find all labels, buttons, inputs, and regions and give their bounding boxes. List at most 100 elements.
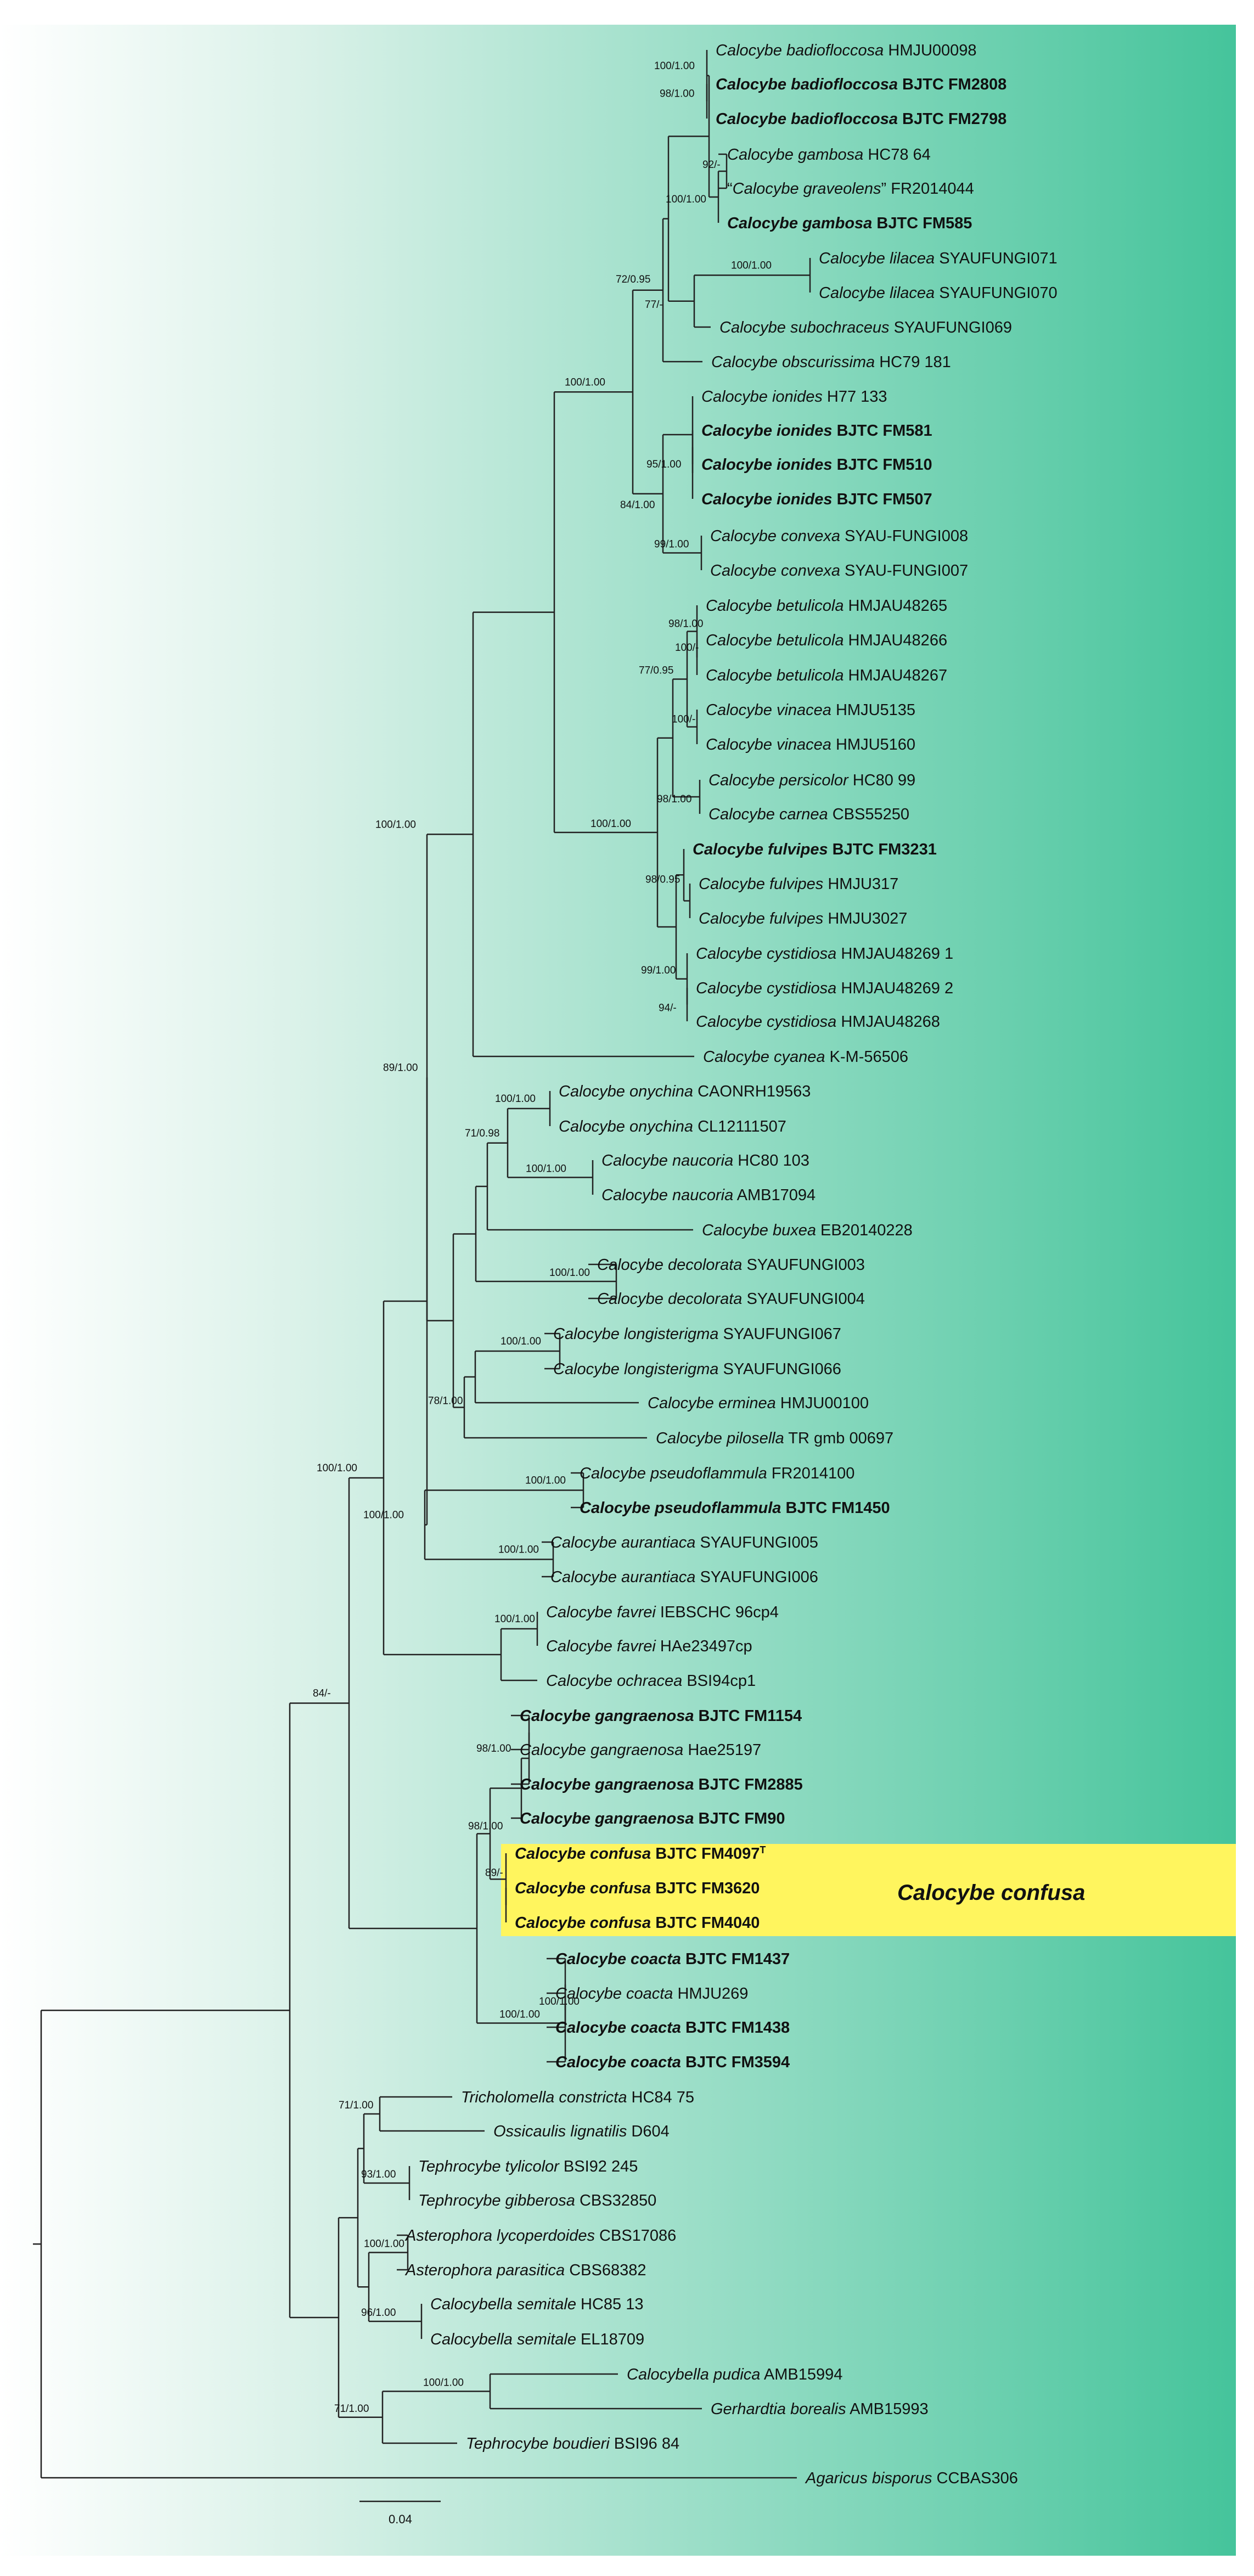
voucher-code: CBS17086	[595, 2227, 676, 2245]
voucher-code: HMJAU48269 2	[836, 980, 953, 997]
support-value: 100/1.00	[526, 1163, 566, 1175]
species-name: Calocybe cyanea	[703, 1048, 825, 1066]
voucher-code: BJTC FM3620	[651, 1880, 760, 1897]
support-value: 77/-	[645, 299, 663, 311]
taxon-label: Calocybe lilacea SYAUFUNGI071	[819, 250, 1058, 267]
taxon-label: Calocybe carnea CBS55250	[708, 806, 909, 823]
support-value: 92/-	[702, 159, 721, 171]
voucher-code: HC80 103	[733, 1152, 809, 1169]
support-value: 98/0.95	[645, 874, 680, 885]
taxon-label: Calocybe vinacea HMJU5160	[706, 736, 915, 753]
taxon-label: Tephrocybe gibberosa CBS32850	[418, 2192, 656, 2209]
voucher-code: BJTC FM3231	[828, 841, 937, 858]
species-name: Calocybe betulicola	[706, 597, 844, 615]
support-value: 72/0.95	[616, 274, 650, 285]
taxon-label: Calocybe pseudoflammula BJTC FM1450	[580, 1499, 890, 1517]
voucher-code: HMJU00098	[884, 42, 976, 59]
support-value: 84/1.00	[620, 499, 655, 511]
taxon-label: Tephrocybe tylicolor BSI92 245	[418, 2158, 638, 2175]
voucher-code: H77 133	[823, 388, 887, 406]
voucher-code: CBS55250	[828, 806, 909, 823]
species-name: Calocybe coacta	[555, 1950, 681, 1968]
voucher-code: EL18709	[576, 2331, 644, 2348]
taxon-label: Calocybe betulicola HMJAU48267	[706, 667, 947, 684]
species-name: Calocybe badiofloccosa	[716, 110, 898, 128]
support-value: 100/1.00	[364, 2238, 404, 2250]
species-name: Calocybella semitale	[430, 2331, 576, 2348]
voucher-code: CL12111507	[693, 1118, 786, 1135]
support-value: 100/1.00	[375, 819, 416, 830]
species-name: Calocybe favrei	[546, 1638, 656, 1655]
taxon-label: Calocybe ionides BJTC FM510	[701, 456, 932, 474]
voucher-code: SYAUFUNGI006	[695, 1568, 818, 1586]
voucher-code: SYAU-FUNGI008	[840, 527, 968, 545]
voucher-code: BSI92 245	[559, 2158, 638, 2175]
taxon-label: Calocybe favrei IEBSCHC 96cp4	[546, 1604, 779, 1621]
taxon-label: Calocybe gangraenosa BJTC FM90	[520, 1810, 785, 1827]
support-value: 100/1.00	[565, 376, 605, 388]
species-name: Calocybe lilacea	[819, 284, 935, 302]
species-name: Calocybe naucoria	[601, 1152, 733, 1169]
taxon-label: Calocybe convexa SYAU-FUNGI007	[710, 562, 968, 580]
species-name: Calocybe confusa	[515, 1914, 651, 1932]
voucher-code: SYAUFUNGI066	[718, 1360, 841, 1378]
species-name: Asterophora parasitica	[404, 2262, 565, 2279]
species-name: Calocybe naucoria	[601, 1186, 733, 1204]
voucher-code: HMJAU48269 1	[836, 945, 953, 963]
voucher-code: BJTC FM4040	[651, 1914, 760, 1932]
species-name: Calocybe cystidiosa	[696, 1013, 836, 1031]
taxon-label: Calocybe cystidiosa HMJAU48269 1	[696, 945, 953, 963]
voucher-code: HAe23497cp	[656, 1638, 752, 1655]
species-name: Calocybe fulvipes	[693, 841, 828, 858]
quote-mark: “	[727, 180, 733, 198]
voucher-code: CAONRH19563	[693, 1083, 811, 1100]
support-value: 100/1.00	[731, 260, 772, 272]
voucher-code: HMJU3027	[823, 910, 907, 927]
support-value: 100/1.00	[494, 1613, 535, 1625]
species-name: Calocybe onychina	[559, 1083, 693, 1100]
tree-branches	[33, 50, 811, 2479]
species-name: Calocybe ionides	[701, 491, 833, 508]
voucher-code: BJTC FM2808	[898, 76, 1006, 93]
taxon-label: Calocybe aurantiaca SYAUFUNGI006	[550, 1568, 818, 1586]
taxon-label: Calocybe pseudoflammula FR2014100	[580, 1465, 854, 1482]
voucher-code: HMJU317	[823, 875, 898, 893]
taxon-label: Calocybe fulvipes HMJU317	[699, 875, 898, 893]
species-name: Calocybe cystidiosa	[696, 980, 836, 997]
species-name: Calocybe obscurissima	[711, 353, 875, 371]
species-name: Calocybe convexa	[710, 562, 840, 580]
taxon-label: Calocybe aurantiaca SYAUFUNGI005	[550, 1534, 818, 1551]
voucher-code: BJTC FM1450	[781, 1499, 890, 1517]
species-name: Calocybe buxea	[702, 1222, 816, 1239]
voucher-code: BJTC FM2885	[694, 1776, 803, 1793]
species-name: Calocybe gangraenosa	[520, 1810, 694, 1827]
support-value: 98/1.00	[468, 1820, 503, 1832]
species-name: Tricholomella constricta	[461, 2089, 627, 2106]
species-name: Asterophora lycoperdoides	[404, 2227, 595, 2245]
support-value: 100/1.00	[498, 1544, 539, 1556]
taxon-label: Tephrocybe boudieri BSI96 84	[466, 2435, 679, 2453]
taxon-label: Asterophora parasitica CBS68382	[404, 2262, 646, 2279]
taxon-label: Calocybe ionides BJTC FM581	[701, 422, 932, 440]
support-value: 98/1.00	[657, 794, 691, 805]
support-value: 96/1.00	[361, 2307, 396, 2319]
taxon-label: Calocybe cyanea K-M-56506	[703, 1048, 908, 1066]
species-name: Calocybe longisterigma	[553, 1325, 718, 1343]
taxon-label: Calocybella semitale EL18709	[430, 2331, 644, 2348]
support-value: 93/1.00	[361, 2169, 396, 2180]
support-values: 98/1.00 92/- 100/1.00 100/1.00 100/1.00 77/- 7…	[313, 60, 772, 2415]
type-marker: T	[760, 1844, 766, 1855]
taxon-label: Calocybe gangraenosa BJTC FM1154	[520, 1707, 802, 1725]
species-name: Calocybe confusa	[515, 1880, 651, 1897]
voucher-code: HC80 99	[848, 772, 916, 789]
taxon-label: Calocybella semitale HC85 13	[430, 2296, 643, 2313]
taxon-label: Calocybe fulvipes BJTC FM3231	[693, 841, 937, 858]
taxon-label: Calocybe confusa BJTC FM4040	[515, 1914, 760, 1932]
species-name: Calocybe pseudoflammula	[580, 1465, 767, 1482]
taxon-label: Asterophora lycoperdoides CBS17086	[404, 2227, 676, 2245]
voucher-code: BJTC FM90	[694, 1810, 785, 1827]
support-value: 100/1.00	[591, 818, 631, 830]
voucher-code: HC84 75	[627, 2089, 694, 2106]
taxon-label: Calocybe confusa BJTC FM3620	[515, 1880, 760, 1897]
voucher-code: Hae25197	[683, 1741, 761, 1759]
